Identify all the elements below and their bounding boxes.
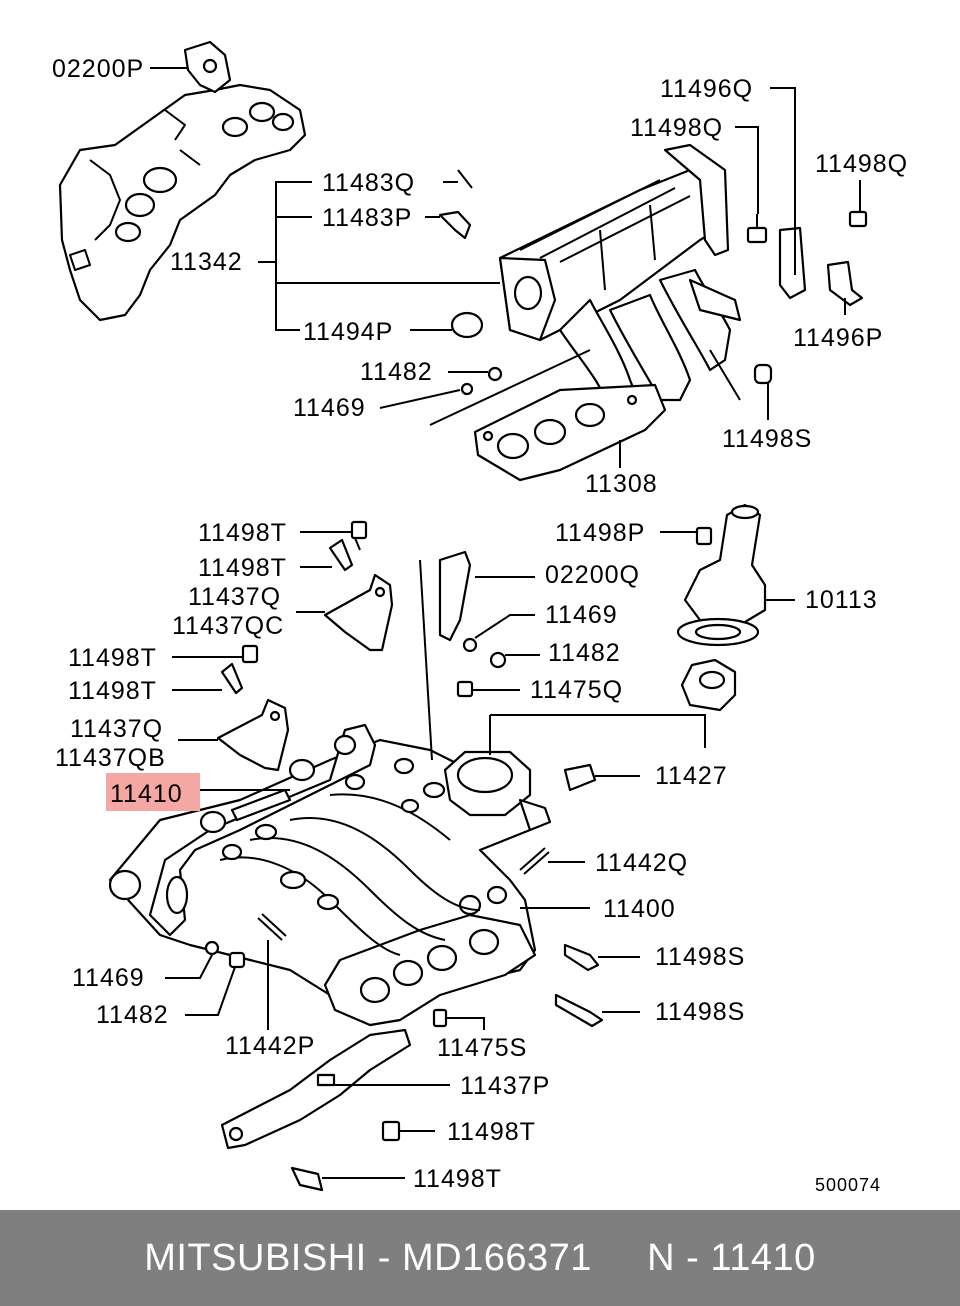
leader-lines [150, 67, 861, 1179]
label-11469-b: 11469 [545, 601, 618, 629]
label-11442P: 11442P [225, 1032, 315, 1060]
label-11442Q: 11442Q [595, 849, 688, 877]
label-11498T-c: 11498T [68, 644, 157, 672]
highlight-11410 [106, 773, 200, 811]
label-11498S-c: 11498S [655, 998, 745, 1026]
exhaust-manifold-drawing [58, 40, 307, 322]
label-11410: 11410 [110, 780, 183, 808]
label-11498Q-a: 11498Q [630, 114, 723, 142]
footer-text: MITSUBISHI - MD166371 N - 11410 [144, 1236, 816, 1279]
label-11437Q-a: 11437Q [188, 583, 281, 611]
label-11498T-e: 11498T [447, 1118, 536, 1146]
label-11475S: 11475S [437, 1034, 527, 1062]
label-11437QB: 11437QB [55, 744, 166, 772]
label-11496Q: 11496Q [660, 75, 753, 103]
label-11482-a: 11482 [360, 358, 433, 386]
label-11483Q: 11483Q [322, 169, 415, 197]
label-11437P: 11437P [460, 1072, 550, 1100]
upper-small-parts [438, 169, 868, 396]
parts-diagram: 02200P 11496Q 11498Q 11498Q 11483Q 11483… [52, 40, 908, 1195]
label-11482-b: 11482 [548, 639, 621, 667]
label-11498T-f: 11498T [413, 1165, 502, 1193]
label-11496P: 11496P [793, 324, 883, 352]
lower-small-parts [204, 520, 713, 1192]
label-10113: 10113 [805, 586, 878, 614]
part-labels: 02200P 11496Q 11498Q 11498Q 11483Q 11483… [52, 55, 908, 1195]
water-inlet-drawing [676, 503, 767, 712]
brackets-drawing [216, 573, 394, 772]
label-11400: 11400 [603, 895, 676, 923]
footer-bar: MITSUBISHI - MD166371 N - 11410 [0, 1210, 960, 1306]
label-11498P: 11498P [555, 519, 645, 547]
label-11498T-a: 11498T [198, 519, 287, 547]
label-11498S-a: 11498S [722, 425, 812, 453]
gasket-11410-drawing [148, 723, 377, 937]
label-11494P: 11494P [303, 318, 393, 346]
intake-plenum-drawing [473, 143, 742, 482]
label-11427: 11427 [655, 762, 728, 790]
stay-11437P-drawing [220, 1028, 412, 1150]
label-11483P: 11483P [322, 204, 412, 232]
label-11498T-d: 11498T [68, 677, 157, 705]
label-11308: 11308 [585, 470, 658, 498]
label-02200P: 02200P [52, 55, 144, 83]
label-11437QC: 11437QC [172, 612, 284, 640]
label-02200Q: 02200Q [545, 561, 640, 589]
diagram-id: 500074 [815, 1175, 881, 1195]
label-11342: 11342 [170, 248, 243, 276]
label-11437Q-b: 11437Q [70, 715, 163, 743]
label-11498Q-b: 11498Q [815, 150, 908, 178]
label-11482-c: 11482 [96, 1001, 169, 1029]
label-11498S-b: 11498S [655, 943, 745, 971]
label-11469-c: 11469 [72, 964, 145, 992]
label-11469-a: 11469 [293, 394, 366, 422]
label-11498T-b: 11498T [198, 554, 287, 582]
label-11475Q: 11475Q [530, 676, 623, 704]
